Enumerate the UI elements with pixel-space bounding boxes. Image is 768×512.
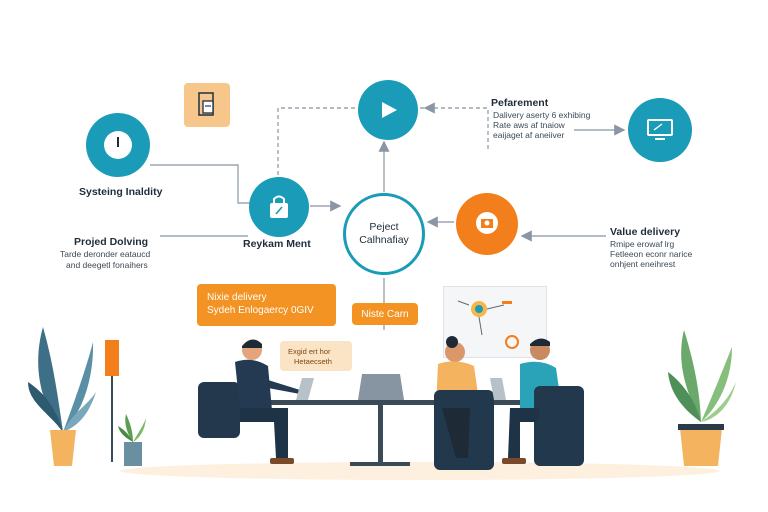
speech-bubble-mid: Niste Carn <box>352 303 418 325</box>
center-line1: Peject <box>369 221 399 233</box>
label-right-mid-line2: Fetleeon econr narice <box>610 249 693 259</box>
speech-bubble-small: Exgid ert hor Hetaecseth <box>280 341 352 371</box>
bubble-mid-text: Niste Carn <box>361 308 409 320</box>
bubble-small-line2: Hetaecseth <box>294 357 332 366</box>
plant-left <box>28 327 96 466</box>
monitor-icon <box>647 119 673 140</box>
center-hub[interactable]: Peject Calhnafiay <box>343 193 425 275</box>
label-top-right-line2: Rate aws af tnaiow <box>493 120 565 130</box>
label-top-right-line3: eaijaget af aneiiver <box>493 130 565 140</box>
bubble-small-line1: Exgid ert hor <box>288 347 331 356</box>
label-left-mid-title: Projed Dolving <box>74 236 149 248</box>
document-icon <box>184 83 230 127</box>
bubble-large-line2: Sydeh Enlogaercy 0GIV <box>207 305 314 316</box>
play-icon <box>382 102 397 118</box>
idea-icon <box>476 212 498 234</box>
monitor-node[interactable] <box>628 98 692 162</box>
lock-node[interactable] <box>249 177 309 237</box>
clock-icon <box>104 131 132 159</box>
plant-small <box>118 414 146 466</box>
floor-shadow <box>120 462 720 480</box>
label-center-left: Reykam Ment <box>243 238 311 250</box>
line-lock-play <box>277 107 358 175</box>
clock-node[interactable] <box>86 113 150 177</box>
label-right-mid-title: Value delivery <box>610 226 681 238</box>
label-top-right-title: Pefarement <box>491 97 549 109</box>
line-play-right <box>420 107 489 150</box>
center-line2: Calhnafiay <box>359 234 409 246</box>
lock-icon <box>270 195 288 218</box>
play-node[interactable] <box>358 80 418 140</box>
line-clock-lock <box>150 164 250 204</box>
plant-right <box>668 330 736 466</box>
label-right-mid-line3: onhjent eneihrest <box>610 259 676 269</box>
bubble-large-line1: Nixie delivery <box>207 292 267 303</box>
meeting-scene <box>198 336 584 470</box>
speech-bubble-large: Nixie delivery Sydeh Enlogaercy 0GIV <box>197 284 336 326</box>
label-left-top: Systeing Inaldity <box>79 186 163 198</box>
label-left-mid-line2: and deegetl fonaihers <box>66 260 148 270</box>
label-right-mid-line1: Rmipe erowaf lrg <box>610 239 675 249</box>
label-left-mid-line1: Tarde deronder eataucd <box>60 249 151 259</box>
idea-node[interactable] <box>456 193 518 255</box>
label-top-right-line1: Dalivery aserty 6 exhibing <box>493 110 591 120</box>
floor-lamp <box>103 340 123 470</box>
